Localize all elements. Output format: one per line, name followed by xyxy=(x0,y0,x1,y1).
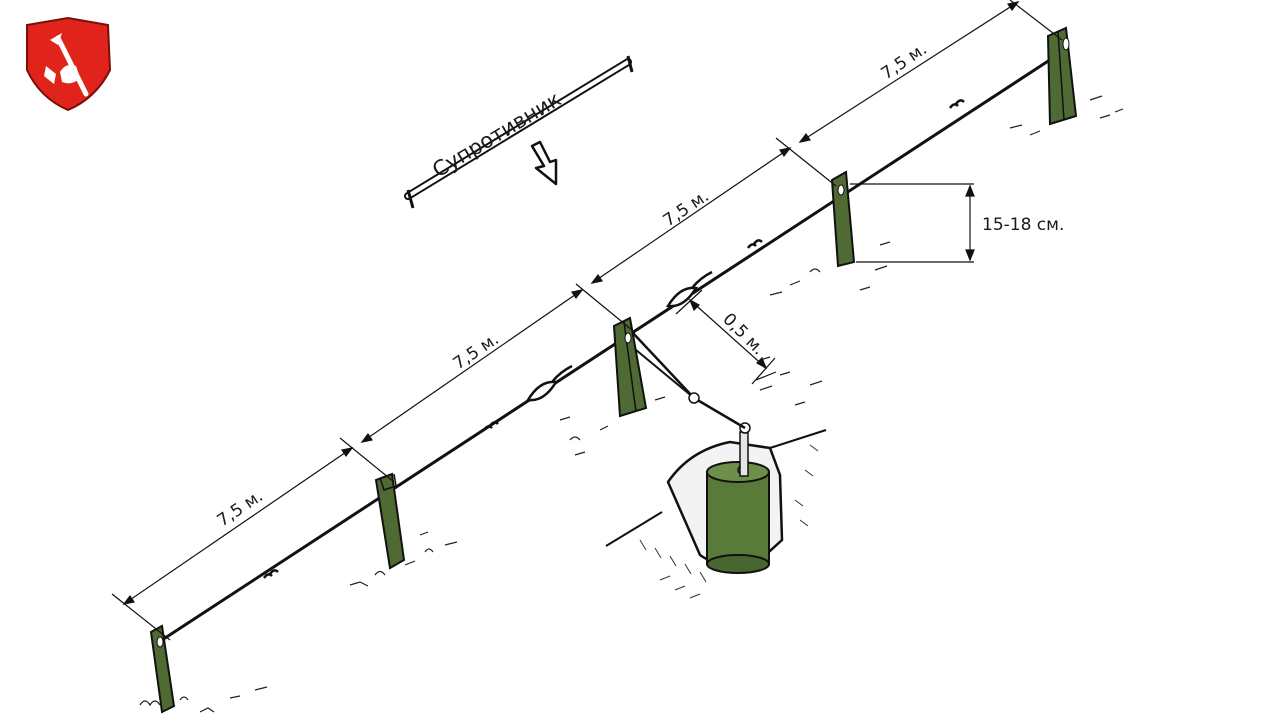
height-dimension xyxy=(850,183,975,263)
stake-4 xyxy=(830,170,856,268)
stake-2 xyxy=(374,472,406,570)
spacing-dimensions xyxy=(111,0,1063,641)
stake-5 xyxy=(1046,26,1078,126)
offset-label: 0,5 м. xyxy=(718,309,768,359)
spacing-label-2: 7,5 м. xyxy=(450,329,503,374)
tripwire-mine-icon xyxy=(706,422,770,574)
height-label: 15-18 см. xyxy=(982,215,1064,235)
enemy-direction-arrow-icon xyxy=(404,55,634,209)
stake-1 xyxy=(149,624,176,714)
stake-3 xyxy=(612,316,648,418)
offset-dimension xyxy=(675,289,777,385)
spacing-label-4: 7,5 м. xyxy=(878,39,931,84)
ground-grass xyxy=(139,95,1124,713)
shield-emblem-icon xyxy=(26,16,112,112)
spacing-label-3: 7,5 м. xyxy=(660,186,713,231)
trip-wire xyxy=(161,50,1063,642)
